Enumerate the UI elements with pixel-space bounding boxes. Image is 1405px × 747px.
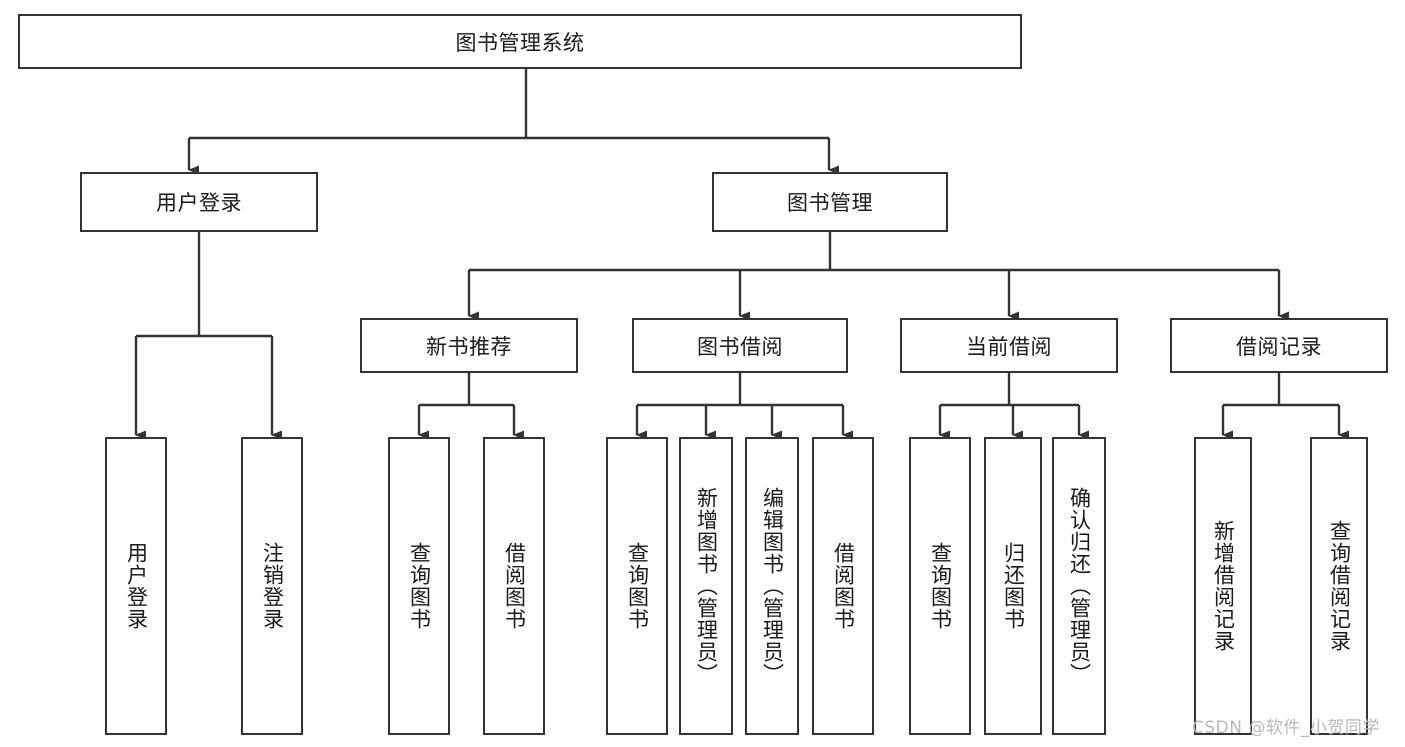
- node-label: 确认归还（管理员）: [1067, 487, 1092, 685]
- node-query-book-1[interactable]: 查询图书: [388, 437, 450, 735]
- node-confirm-return-admin[interactable]: 确认归还（管理员）: [1052, 437, 1106, 735]
- node-borrow-record[interactable]: 借阅记录: [1170, 318, 1388, 373]
- node-label: 借阅图书: [502, 542, 527, 630]
- watermark: CSDN @软件_小贺同学: [1192, 718, 1380, 738]
- node-root[interactable]: 图书管理系统: [18, 14, 1022, 69]
- node-current-borrow[interactable]: 当前借阅: [900, 318, 1118, 373]
- node-label: 编辑图书（管理员）: [760, 487, 785, 685]
- node-label: 新增图书（管理员）: [694, 487, 719, 685]
- node-query-book-3[interactable]: 查询图书: [909, 437, 971, 735]
- node-label: 新增借阅记录: [1211, 520, 1236, 652]
- node-edit-book-admin[interactable]: 编辑图书（管理员）: [745, 437, 799, 735]
- node-label: 图书管理系统: [455, 30, 585, 55]
- node-label: 当前借阅: [966, 334, 1052, 359]
- node-label: 用户登录: [124, 542, 149, 630]
- node-new-book-recommend[interactable]: 新书推荐: [360, 318, 578, 373]
- node-label: 图书管理: [787, 191, 873, 215]
- node-label: 注销登录: [260, 542, 285, 630]
- node-query-borrow-record[interactable]: 查询借阅记录: [1310, 437, 1368, 735]
- node-user-login[interactable]: 用户登录: [80, 172, 318, 232]
- node-label: 借阅图书: [831, 542, 856, 630]
- connector-group: [134, 69, 1349, 440]
- node-add-book-admin[interactable]: 新增图书（管理员）: [679, 437, 733, 735]
- node-return-book[interactable]: 归还图书: [984, 437, 1042, 735]
- node-borrow-book-2[interactable]: 借阅图书: [812, 437, 874, 735]
- node-book-borrow[interactable]: 图书借阅: [632, 318, 848, 373]
- node-book-management[interactable]: 图书管理: [712, 172, 948, 232]
- node-user-login-do[interactable]: 用户登录: [105, 437, 167, 735]
- node-user-logout[interactable]: 注销登录: [241, 437, 303, 735]
- node-label: 查询借阅记录: [1327, 520, 1352, 652]
- node-borrow-book-1[interactable]: 借阅图书: [483, 437, 545, 735]
- node-label: 归还图书: [1001, 542, 1026, 630]
- node-label: 借阅记录: [1236, 334, 1322, 359]
- node-label: 新书推荐: [426, 334, 512, 359]
- node-label: 查询图书: [928, 542, 953, 630]
- node-label: 查询图书: [625, 542, 650, 630]
- node-add-borrow-record[interactable]: 新增借阅记录: [1194, 437, 1252, 735]
- node-label: 查询图书: [407, 542, 432, 630]
- node-label: 用户登录: [156, 191, 242, 215]
- node-query-book-2[interactable]: 查询图书: [606, 437, 668, 735]
- node-label: 图书借阅: [697, 334, 783, 359]
